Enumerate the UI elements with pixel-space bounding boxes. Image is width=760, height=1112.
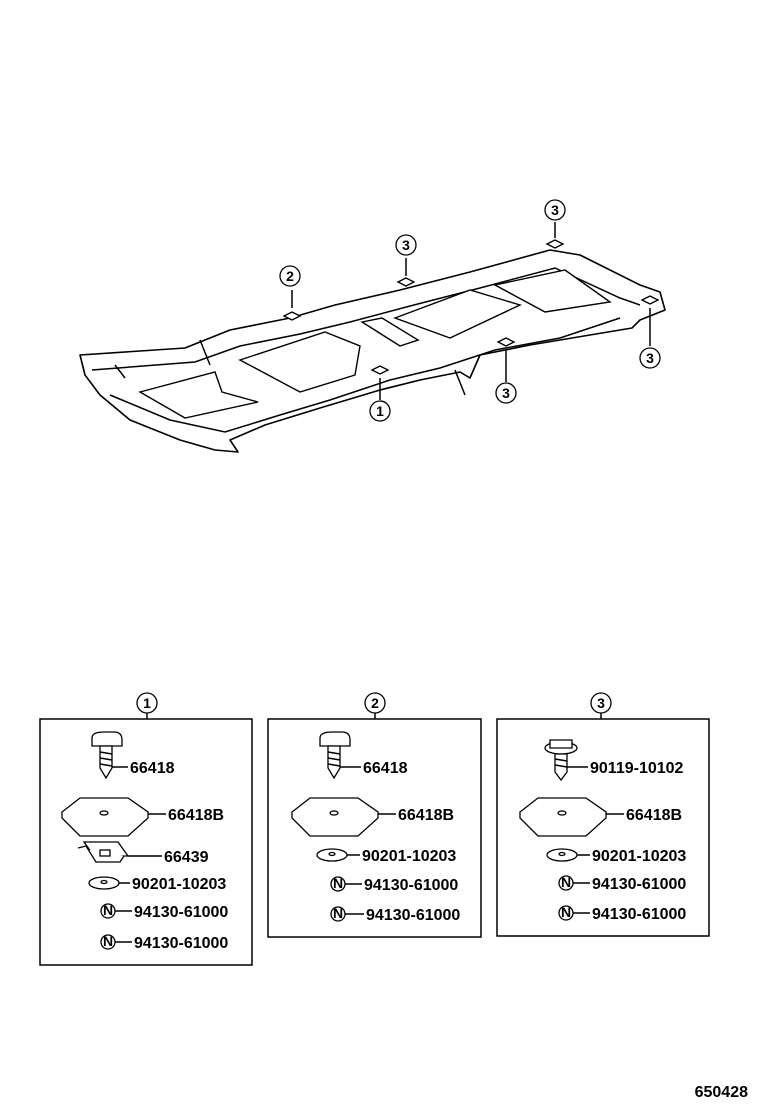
washer-icon (546, 848, 590, 862)
callout-3: 3 (544, 199, 566, 221)
part-number: 66439 (164, 849, 209, 866)
n-symbol-icon: N (558, 904, 590, 921)
n-symbol-icon: N (330, 905, 364, 922)
vehicle-frame (79, 249, 666, 453)
group-1: 1 66418 66418B 66439 (39, 692, 253, 966)
screw-icon (91, 731, 128, 780)
part-number: 90201-10203 (592, 848, 686, 865)
pad-icon (519, 797, 624, 837)
part-number: 66418 (363, 760, 408, 777)
part-number: 66418B (168, 807, 224, 824)
group-label: 2 (371, 695, 379, 711)
part-number: 94130-61000 (592, 876, 686, 893)
mount-point (282, 290, 302, 321)
part-number: 66418B (398, 807, 454, 824)
group-3: 3 90119-10102 66418B 90201-10203 N (496, 692, 710, 937)
callout-2: 2 (279, 265, 301, 287)
group-label: 3 (597, 695, 605, 711)
callout-3: 3 (395, 234, 417, 256)
diagram-id: 650428 (694, 1084, 748, 1101)
part-number: 94130-61000 (366, 907, 460, 924)
n-symbol-icon: N (558, 874, 590, 891)
callout-1: 1 (369, 400, 391, 422)
part-number: 94130-61000 (364, 877, 458, 894)
n-symbol-icon: N (100, 933, 132, 950)
mount-point (545, 222, 565, 249)
callout-label: 3 (551, 202, 559, 218)
callout-3: 3 (495, 382, 517, 404)
pad-icon (61, 797, 166, 837)
part-number: 90119-10102 (590, 760, 684, 777)
part-number: 94130-61000 (134, 935, 228, 952)
n-symbol-icon: N (100, 902, 132, 919)
mount-point (396, 258, 416, 287)
group-box (39, 718, 253, 966)
part-number: 66418B (626, 807, 682, 824)
n-symbol-icon: N (330, 875, 362, 892)
part-number: 94130-61000 (592, 906, 686, 923)
screw-icon (319, 731, 361, 780)
svg-text:N: N (103, 933, 113, 949)
mount-points (282, 222, 660, 400)
group-box (496, 718, 710, 937)
washer-icon (316, 848, 360, 862)
pad-icon (291, 797, 396, 837)
group-label: 1 (143, 695, 151, 711)
svg-text:N: N (333, 875, 343, 891)
callout-label: 3 (502, 385, 510, 401)
bracket-icon (77, 841, 162, 863)
mount-point (370, 365, 390, 400)
part-number: 66418 (130, 760, 175, 777)
callout-label: 2 (286, 268, 294, 284)
svg-text:N: N (333, 905, 343, 921)
mount-point (640, 295, 660, 346)
mount-point (496, 337, 516, 382)
group-box (267, 718, 482, 938)
part-number: 94130-61000 (134, 904, 228, 921)
svg-text:N: N (561, 874, 571, 890)
callout-3: 3 (639, 347, 661, 369)
callout-label: 1 (376, 403, 384, 419)
washer-icon (88, 876, 130, 890)
part-number: 90201-10203 (132, 876, 226, 893)
group-2: 2 66418 66418B 90201-10203 N 9413 (267, 692, 482, 938)
callout-label: 3 (646, 350, 654, 366)
part-number: 90201-10203 (362, 848, 456, 865)
callout-label: 3 (402, 237, 410, 253)
bolt-icon (544, 739, 588, 782)
svg-text:N: N (103, 902, 113, 918)
svg-text:N: N (561, 904, 571, 920)
